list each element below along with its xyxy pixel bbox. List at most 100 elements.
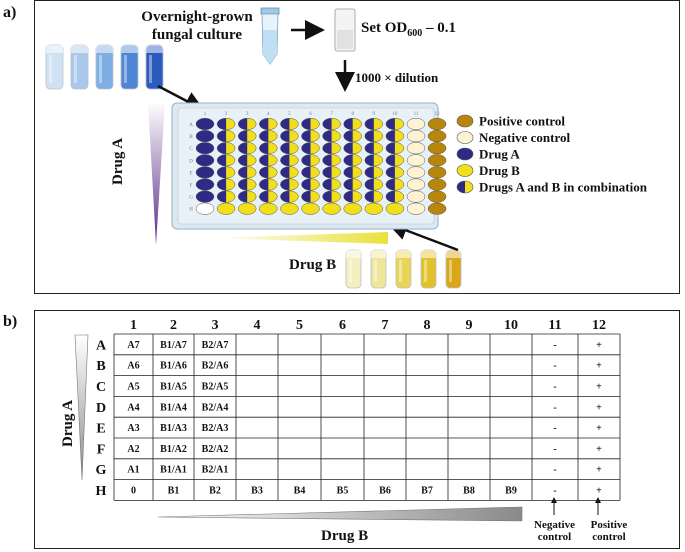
plate-col-label: 12 (435, 112, 441, 117)
grid-cell: - (553, 340, 556, 351)
grid-cell: + (596, 423, 602, 434)
plate-well (195, 117, 215, 131)
plate-row-label: A (189, 123, 193, 128)
plate-well (195, 202, 215, 215)
plate-well (322, 202, 341, 215)
positive-control-label: Positive control (584, 519, 634, 543)
plate-col-label: 10 (392, 112, 398, 117)
plate-well (364, 130, 384, 143)
culture-label: Overnight-grown fungal culture (132, 8, 262, 44)
row-header: A (96, 338, 107, 353)
plate-col-label: 1 (204, 112, 207, 117)
drug-a-tubes (45, 44, 164, 90)
plate-well (322, 117, 341, 131)
grid-cell: B7 (421, 486, 433, 497)
legend-item: Drug B (456, 163, 520, 178)
col-header: 6 (339, 318, 346, 333)
plate-row-label: F (190, 184, 193, 189)
plate-well (280, 142, 299, 155)
plate-well (406, 202, 426, 215)
dilution-label: 1000 × dilution (355, 70, 439, 85)
plate-well (343, 154, 362, 167)
plate-well (259, 130, 278, 143)
plate-well (427, 202, 447, 215)
plate-well (322, 154, 341, 167)
drug-a-gradient (148, 102, 165, 245)
plate-well (216, 130, 236, 143)
plate-well (237, 117, 257, 131)
grid-cell: - (553, 402, 556, 413)
od-label-subscript: 600 (407, 28, 423, 39)
grid-cell: - (553, 486, 556, 497)
plate-row-label: H (189, 208, 193, 213)
plate-well (343, 130, 362, 143)
plate-well (385, 202, 405, 215)
grid-cell: + (596, 402, 602, 413)
legend-label: Drugs A and B in combination (479, 180, 648, 195)
drug-b-gradient (212, 232, 388, 244)
col-header: 9 (466, 318, 473, 333)
plate-well (427, 178, 447, 191)
grid-cell: B1/A2 (160, 444, 187, 455)
plate-row-label: B (189, 135, 193, 140)
col-header: 8 (424, 318, 431, 333)
legend-label: Drug A (479, 147, 520, 162)
row-header: C (96, 380, 106, 395)
plate-well (280, 190, 299, 203)
plate-well (237, 154, 257, 167)
grid-cell: 0 (131, 486, 136, 497)
plate-well (195, 166, 215, 179)
grid-cell: B8 (463, 486, 475, 497)
grid-cell: A5 (127, 382, 139, 393)
plate-well (343, 178, 362, 191)
plate-well (280, 154, 299, 167)
plate-well (301, 178, 320, 191)
grid-cell: B2/A3 (202, 423, 229, 434)
plate-well (259, 142, 278, 155)
plate-well (280, 178, 299, 191)
plate-well (385, 178, 405, 191)
culture-label-line1: Overnight-grown (141, 9, 253, 25)
col-header: 2 (170, 318, 177, 333)
plate-row-label: G (189, 196, 193, 201)
col-header: 12 (592, 318, 606, 333)
col-header: 7 (382, 318, 389, 333)
grid-cell: B1/A4 (160, 402, 187, 413)
col-header: 4 (254, 318, 261, 333)
negative-control-label: Negative control (527, 519, 582, 543)
panel-a-drug-a-label: Drug A (110, 137, 126, 185)
grid-cell: B2/A4 (202, 402, 229, 413)
grid-cell: A6 (127, 361, 139, 372)
plate-well (364, 190, 384, 203)
panel-b-label: b) (3, 313, 18, 330)
grid-cell: A2 (127, 444, 139, 455)
drug-a-tube-2 (70, 44, 89, 90)
grid-cell: + (596, 444, 602, 455)
plate-well (301, 117, 320, 131)
plate-well (343, 202, 362, 215)
plate-well (237, 166, 257, 179)
negative-control-label-line1: Negative (534, 519, 575, 531)
grid-cell: B1/A5 (160, 382, 187, 393)
grid-cell: + (596, 361, 602, 372)
plate-well (406, 142, 426, 155)
grid-cell: + (596, 465, 602, 476)
plate-well (427, 142, 447, 155)
legend-item: Positive control (456, 114, 565, 129)
plate-well (195, 142, 215, 155)
grid-cell: A7 (127, 340, 139, 351)
grid-cell: - (553, 444, 556, 455)
culture-label-line2: fungal culture (151, 27, 243, 43)
panel-b-drug-a-label: Drug A (60, 399, 76, 447)
row-header: B (96, 359, 105, 374)
cuvette-icon (334, 8, 356, 52)
drug-a-gradient-b (74, 334, 89, 481)
plate-well (237, 130, 257, 143)
grid-cell: B2/A6 (202, 361, 229, 372)
plate-well (343, 190, 362, 203)
plate-well (259, 166, 278, 179)
plate-well (301, 202, 320, 215)
grid-cell: B6 (379, 486, 391, 497)
plate-well (385, 142, 405, 155)
